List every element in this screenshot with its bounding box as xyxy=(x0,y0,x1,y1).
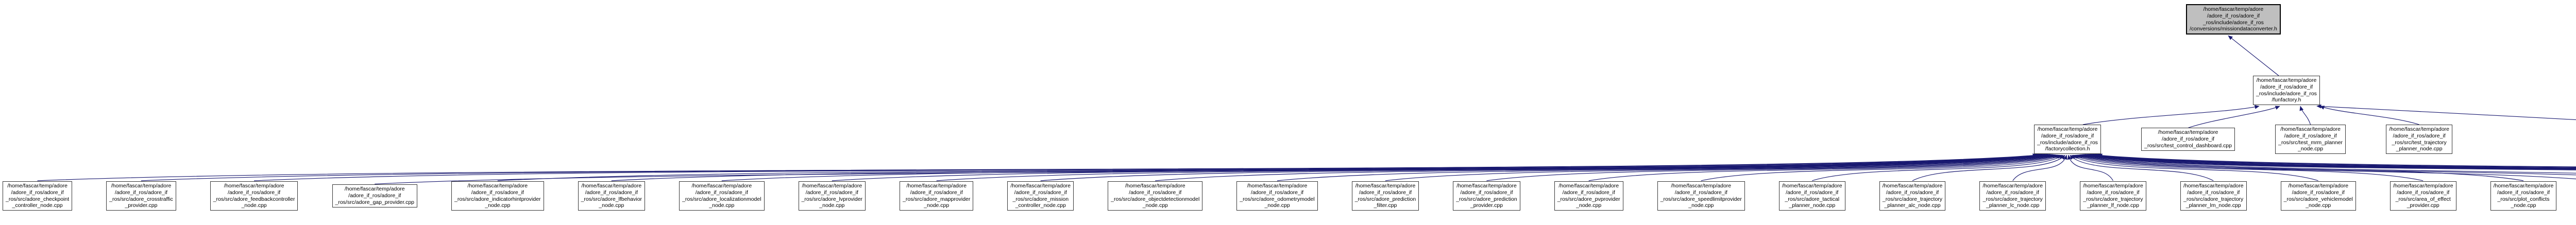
graph-node-test-trajectory-planner-node-cpp[interactable]: /home/fascar/temp/adore /adore_if_ros/ad… xyxy=(2386,125,2452,154)
graph-node[interactable]: /home/fascar/temp/adore /adore_if_ros/ad… xyxy=(1879,181,1946,211)
graph-node[interactable]: /home/fascar/temp/adore /adore_if_ros/ad… xyxy=(3,181,73,211)
graph-node-funfactory-h[interactable]: /home/fascar/temp/adore /adore_if_ros/ad… xyxy=(2253,76,2320,106)
graph-node[interactable]: /home/fascar/temp/adore /adore_if_ros/ad… xyxy=(1453,181,1520,211)
mid-row: /home/fascar/temp/adore /adore_if_ros/ad… xyxy=(2034,125,2452,154)
graph-node[interactable]: /home/fascar/temp/adore /adore_if_ros/ad… xyxy=(1554,181,1623,211)
graph-node[interactable]: /home/fascar/temp/adore /adore_if_ros/ad… xyxy=(1351,181,1419,211)
graph-node[interactable]: /home/fascar/temp/adore /adore_if_ros/ad… xyxy=(1979,181,2046,211)
graph-node[interactable]: /home/fascar/temp/adore /adore_if_ros/ad… xyxy=(451,181,544,211)
graph-node[interactable]: /home/fascar/temp/adore /adore_if_ros/ad… xyxy=(106,181,176,211)
graph-node[interactable]: /home/fascar/temp/adore /adore_if_ros/ad… xyxy=(900,181,974,211)
graph-node[interactable]: /home/fascar/temp/adore /adore_if_ros/ad… xyxy=(798,181,866,211)
graph-node[interactable]: /home/fascar/temp/adore /adore_if_ros/ad… xyxy=(332,184,418,207)
graph-node[interactable]: /home/fascar/temp/adore /adore_if_ros/ad… xyxy=(2080,181,2146,211)
graph-node[interactable]: /home/fascar/temp/adore /adore_if_ros/ad… xyxy=(1007,181,1074,211)
graph-node[interactable]: /home/fascar/temp/adore /adore_if_ros/ad… xyxy=(2180,181,2247,211)
graph-node[interactable]: /home/fascar/temp/adore /adore_if_ros/ad… xyxy=(210,181,298,211)
graph-node[interactable]: /home/fascar/temp/adore /adore_if_ros/ad… xyxy=(1108,181,1203,211)
graph-node[interactable]: /home/fascar/temp/adore /adore_if_ros/ad… xyxy=(1778,181,1845,211)
graph-node-factorycollection-h[interactable]: /home/fascar/temp/adore /adore_if_ros/ad… xyxy=(2034,125,2101,154)
graph-node[interactable]: /home/fascar/temp/adore /adore_if_ros/ad… xyxy=(2389,181,2456,211)
graph-node-test-mrm-planner-node-cpp[interactable]: /home/fascar/temp/adore /adore_if_ros/ad… xyxy=(2275,125,2346,154)
graph-node-missiondataconverter-h[interactable]: /home/fascar/temp/adore /adore_if_ros/ad… xyxy=(2186,4,2281,35)
graph-node[interactable]: /home/fascar/temp/adore /adore_if_ros/ad… xyxy=(679,181,765,211)
graph-node[interactable]: /home/fascar/temp/adore /adore_if_ros/ad… xyxy=(578,181,646,211)
graph-node[interactable]: /home/fascar/temp/adore /adore_if_ros/ad… xyxy=(1657,181,1745,211)
bottom-row: /home/fascar/temp/adore /adore_if_ros/ad… xyxy=(3,181,2576,211)
graph-node[interactable]: /home/fascar/temp/adore /adore_if_ros/ad… xyxy=(2490,181,2557,211)
graph-node-test-control-dashboard-cpp[interactable]: /home/fascar/temp/adore /adore_if_ros/ad… xyxy=(2141,128,2235,151)
graph-node[interactable]: /home/fascar/temp/adore /adore_if_ros/ad… xyxy=(2280,181,2356,211)
graph-node[interactable]: /home/fascar/temp/adore /adore_if_ros/ad… xyxy=(1236,181,1318,211)
